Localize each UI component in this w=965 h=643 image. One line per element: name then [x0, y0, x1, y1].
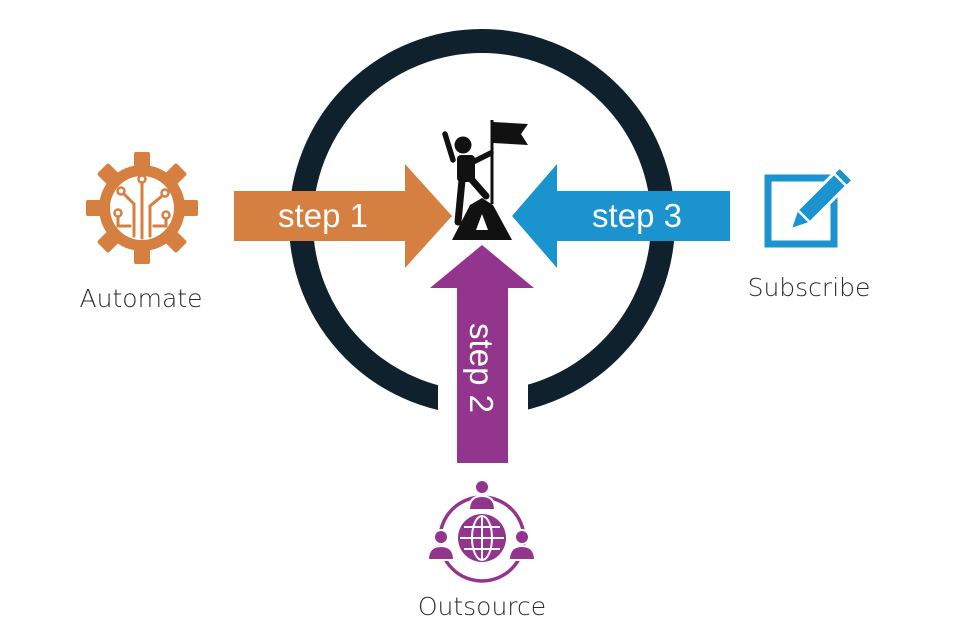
step-2-arrow: step 2 [430, 245, 534, 463]
step-1-label: step 1 [278, 197, 368, 234]
pencil-on-square-icon [764, 167, 853, 248]
outsource-label: Outsource [418, 592, 546, 621]
globe-people-network-icon [426, 479, 537, 583]
step-3-arrow: step 3 [512, 164, 730, 268]
step-1-arrow: step 1 [234, 164, 452, 268]
gear-circuit-icon [86, 152, 198, 264]
climber-with-flag-icon [442, 120, 528, 240]
automate-label: Automate [80, 284, 203, 313]
step-3-label: step 3 [592, 197, 682, 234]
step-2-label: step 2 [463, 323, 500, 413]
subscribe-label: Subscribe [748, 273, 871, 302]
